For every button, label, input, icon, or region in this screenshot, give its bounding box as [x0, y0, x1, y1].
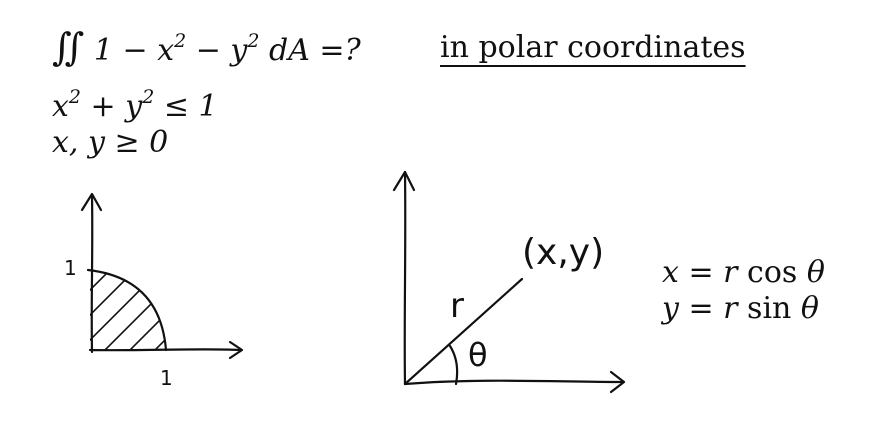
constraint-bound: ≤ 1 — [154, 89, 218, 124]
constraint-x: x — [52, 89, 69, 124]
integral-expression: ∬ 1 − x2 − y2 dA =? — [52, 28, 361, 66]
sin-function: sin — [747, 291, 792, 326]
cos-function: cos — [747, 255, 798, 290]
y-equation: y = r sin θ — [662, 294, 819, 324]
polar-x-axis — [403, 379, 624, 386]
angle-arc — [448, 344, 459, 386]
integrand-mid: − y — [186, 33, 248, 68]
polar-y-arrowhead — [392, 170, 416, 192]
region-y-tick-label: 1 — [64, 256, 77, 280]
constraint-y: + y — [81, 89, 143, 124]
point-label: (x,y) — [522, 232, 605, 273]
polar-x-arrowhead — [609, 370, 626, 394]
double-integral-sign: ∬ — [52, 25, 85, 69]
radius-line — [403, 277, 524, 386]
x-equation: x = r cos θ — [662, 258, 825, 288]
integrand-exponent-2: 2 — [247, 30, 260, 52]
x-equation-lhs: x = r — [662, 255, 748, 290]
region-arc — [86, 268, 168, 352]
y-equation-lhs: y = r — [662, 291, 748, 326]
y-equation-angle: θ — [791, 291, 819, 326]
constraint-quadrant: x, y ≥ 0 — [52, 125, 169, 160]
polar-y-axis — [403, 170, 407, 386]
constraint-circle: x2 + y2 ≤ 1 — [52, 88, 218, 124]
radius-label: r — [450, 286, 464, 326]
x-equation-angle: θ — [797, 255, 825, 290]
region-hatching — [90, 270, 166, 350]
region-x-tick-label: 1 — [160, 366, 173, 390]
region-y-arrowhead — [80, 192, 103, 212]
region-x-axis — [88, 348, 242, 352]
constraint-exp-y: 2 — [142, 86, 155, 108]
integrand-exponent-1: 2 — [174, 30, 187, 52]
integrand-lead: 1 − x — [93, 33, 175, 68]
region-sketch — [80, 192, 244, 360]
polar-sketch — [392, 170, 626, 394]
polar-heading: in polar coordinates — [440, 30, 746, 65]
region-y-axis — [90, 194, 94, 354]
constraint-exp-x: 2 — [68, 86, 82, 108]
angle-label: θ — [468, 336, 488, 374]
region-x-arrowhead — [228, 340, 244, 360]
integrand-tail: dA =? — [259, 33, 361, 68]
